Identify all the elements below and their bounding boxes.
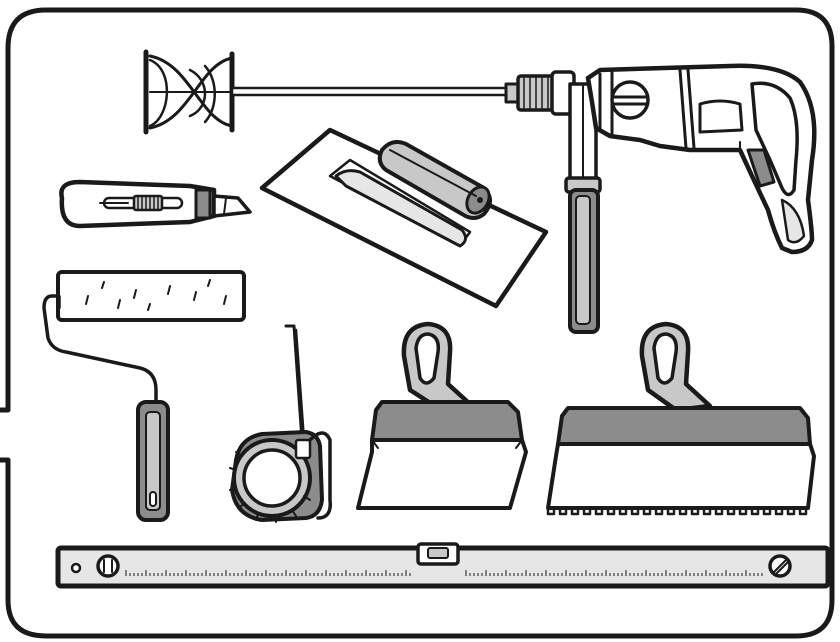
spatula-icon	[356, 321, 528, 510]
tape-measure-icon	[229, 324, 332, 523]
utility-knife-icon	[59, 179, 252, 229]
mixer-paddle	[143, 49, 512, 135]
trowel-icon	[259, 127, 549, 309]
drill-with-mixer-paddle-icon	[143, 49, 817, 334]
notched-spatula-icon	[546, 321, 816, 516]
drill-body	[585, 63, 817, 255]
level-scale-ticks	[125, 570, 763, 576]
paint-roller-icon	[42, 270, 246, 522]
spirit-level-icon	[55, 542, 831, 589]
drill-side-handle	[564, 82, 602, 334]
